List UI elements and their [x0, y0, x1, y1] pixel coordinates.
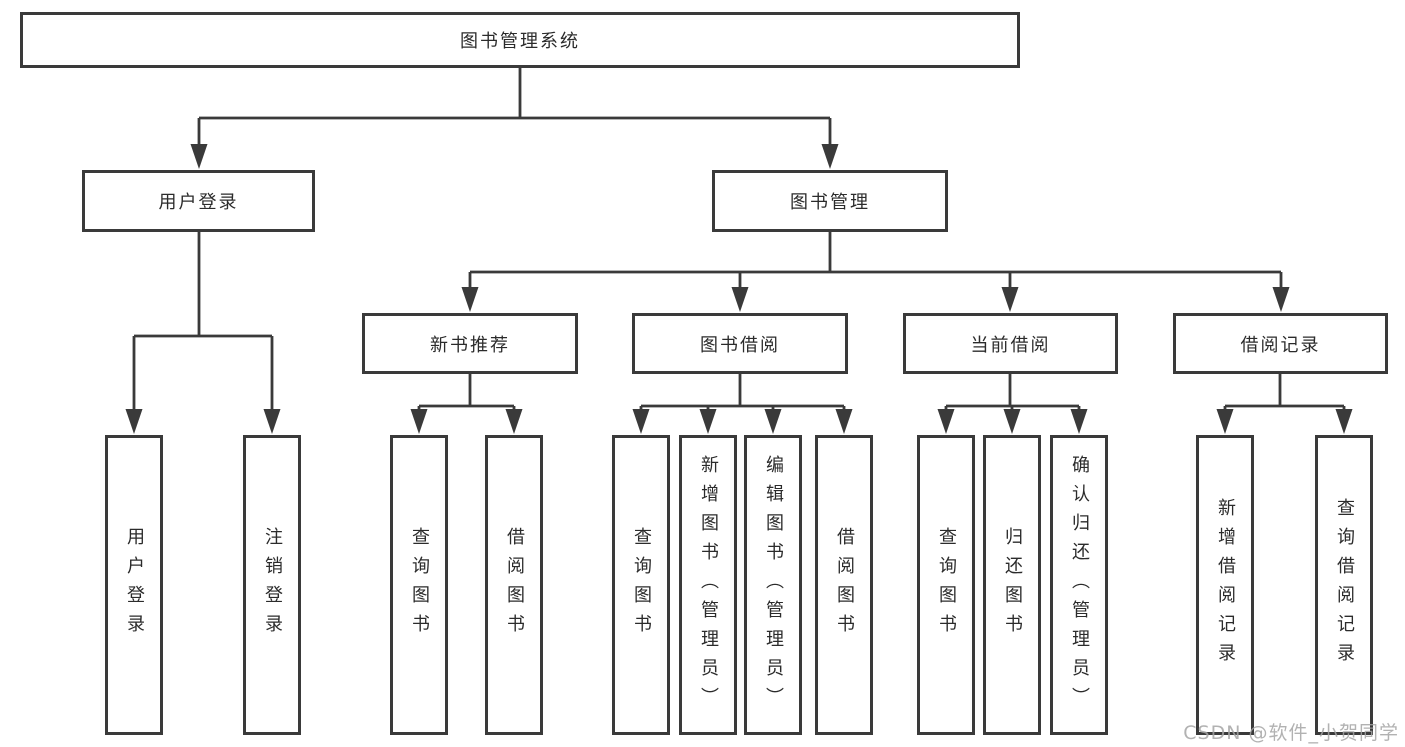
leaf-label: 借阅图书	[504, 527, 525, 643]
arrowhead-icon	[821, 144, 839, 169]
arrowhead-icon	[632, 409, 650, 434]
leaf-label: 归还图书	[1002, 527, 1023, 643]
leaf-current-query: 查询图书	[917, 435, 975, 735]
connector-user-login-to-leaves	[132, 232, 274, 412]
node-user-login: 用户登录	[82, 170, 315, 232]
arrowhead-icon	[764, 409, 782, 434]
leaf-label: 查询图书	[631, 527, 652, 643]
arrowhead-icon	[1001, 287, 1019, 312]
arrowhead-icon	[731, 287, 749, 312]
leaf-newbooks-query: 查询图书	[390, 435, 448, 735]
node-borrow-records: 借阅记录	[1173, 313, 1388, 374]
node-label: 用户登录	[158, 192, 239, 213]
arrowhead-icon	[1216, 409, 1234, 434]
arrowhead-icon	[1335, 409, 1353, 434]
leaf-label: 查询图书	[936, 527, 957, 643]
connector-records-to-leaves	[1223, 374, 1346, 412]
leaf-label: 新增图书（管理员）	[698, 454, 719, 716]
leaf-records-add: 新增借阅记录	[1196, 435, 1254, 735]
connector-current-borrow-to-leaves	[944, 374, 1081, 412]
leaf-current-confirm-admin: 确认归还（管理员）	[1050, 435, 1108, 735]
arrowhead-icon	[410, 409, 428, 434]
leaf-label: 确认归还（管理员）	[1069, 454, 1090, 716]
arrowhead-icon	[835, 409, 853, 434]
leaf-borrow-query: 查询图书	[612, 435, 670, 735]
arrowhead-icon	[937, 409, 955, 434]
node-label: 图书管理系统	[460, 31, 580, 52]
leaf-records-query: 查询借阅记录	[1315, 435, 1373, 735]
leaf-borrow-add-admin: 新增图书（管理员）	[679, 435, 737, 735]
node-label: 图书借阅	[700, 334, 780, 356]
leaf-label: 借阅图书	[834, 527, 855, 643]
node-book-management: 图书管理	[712, 170, 948, 232]
leaf-label: 编辑图书（管理员）	[763, 454, 784, 716]
leaf-borrow-borrow: 借阅图书	[815, 435, 873, 735]
csdn-watermark: CSDN @软件_小贺同学	[1183, 722, 1399, 744]
leaf-user-login: 用户登录	[105, 435, 163, 735]
arrowhead-icon	[263, 409, 281, 434]
connector-book-mgmt-to-level3	[468, 232, 1283, 290]
leaf-logout: 注销登录	[243, 435, 301, 735]
node-current-borrowing: 当前借阅	[903, 313, 1118, 374]
leaf-label: 新增借阅记录	[1215, 498, 1236, 672]
leaf-current-return: 归还图书	[983, 435, 1041, 735]
arrowhead-icon	[1070, 409, 1088, 434]
arrowhead-icon	[505, 409, 523, 434]
leaf-label: 用户登录	[124, 527, 145, 643]
node-label: 新书推荐	[430, 334, 510, 356]
node-book-borrowing: 图书借阅	[632, 313, 848, 374]
leaf-label: 查询借阅记录	[1334, 498, 1355, 672]
node-new-book-recommend: 新书推荐	[362, 313, 578, 374]
node-label: 图书管理	[790, 192, 870, 213]
leaf-newbooks-borrow: 借阅图书	[485, 435, 543, 735]
node-label: 借阅记录	[1240, 334, 1321, 356]
arrowhead-icon	[699, 409, 717, 434]
connector-root-to-level2	[197, 68, 832, 147]
connector-book-borrow-to-leaves	[639, 374, 846, 412]
arrowhead-icon	[461, 287, 479, 312]
arrowhead-icon	[190, 144, 208, 169]
leaf-label: 查询图书	[409, 527, 430, 643]
leaf-label: 注销登录	[262, 527, 283, 643]
node-root-system: 图书管理系统	[20, 12, 1020, 68]
arrowhead-icon	[1003, 409, 1021, 434]
connector-new-books-to-leaves	[417, 374, 516, 412]
leaf-borrow-edit-admin: 编辑图书（管理员）	[744, 435, 802, 735]
arrowhead-icon	[1272, 287, 1290, 312]
node-label: 当前借阅	[970, 334, 1051, 356]
arrowhead-icon	[125, 409, 143, 434]
